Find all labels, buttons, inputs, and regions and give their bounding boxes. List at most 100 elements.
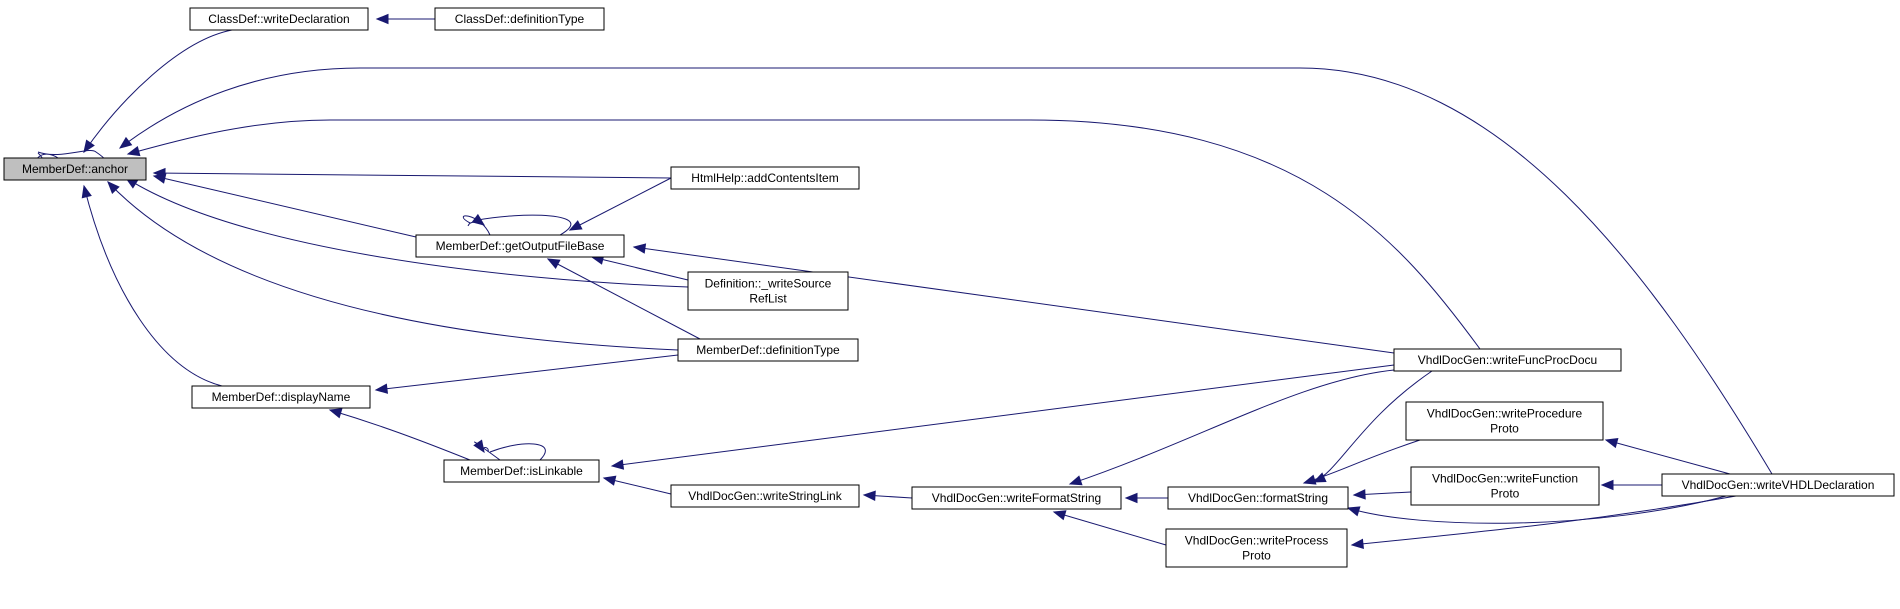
node-memberdef-anchor[interactable]: MemberDef::anchor — [3, 157, 147, 181]
edge-wvd-to-wpp — [1350, 495, 1737, 550]
edge-wvd-to-wprp — [1604, 437, 1731, 475]
arrowhead — [471, 213, 486, 226]
node-label: HtmlHelp::addContentsItem — [691, 171, 838, 185]
edge-wvd-to-wfp — [1600, 479, 1662, 491]
node-box — [687, 271, 849, 311]
node-vhdldocgen-writevhdldeclaration[interactable]: VhdlDocGen::writeVHDLDeclaration — [1661, 473, 1895, 497]
edge-wfpd-to-gofb — [632, 243, 1395, 354]
node-classdef-writedeclaration[interactable]: ClassDef::writeDeclaration — [189, 7, 369, 31]
node-vhdldocgen-formatstring[interactable]: VhdlDocGen::formatString — [1167, 486, 1349, 510]
node-label: MemberDef::isLinkable — [460, 464, 583, 478]
edge-line — [1605, 439, 1731, 475]
edge-line — [1303, 439, 1421, 484]
node-memberdef-getoutputfilebase[interactable]: MemberDef::getOutputFileBase — [415, 234, 625, 258]
node-box — [1167, 486, 1349, 510]
arrowhead — [81, 184, 92, 199]
edge-line — [1351, 495, 1737, 546]
node-htmlhelp-addcontentsitem[interactable]: HtmlHelp::addContentsItem — [670, 166, 860, 190]
node-label: VhdlDocGen::writeFuncProcDocu — [1418, 353, 1597, 367]
edge-wpp-to-wfs — [1052, 510, 1167, 546]
edge-line — [127, 119, 1481, 350]
node-memberdef-displayname[interactable]: MemberDef::displayName — [191, 385, 371, 409]
edge-wvd-to-anchor — [118, 67, 1773, 475]
node-label: VhdlDocGen::writeVHDLDeclaration — [1682, 478, 1875, 492]
nodes-layer: MemberDef::anchor ClassDef::writeDeclarat… — [3, 7, 1895, 568]
edge-hh-to-anchor — [152, 167, 672, 179]
edge-fs-to-wfs — [1124, 492, 1168, 504]
edge-dwsr-to-gofb — [590, 254, 689, 281]
node-vhdldocgen-writeformatstring[interactable]: VhdlDocGen::writeFormatString — [911, 486, 1122, 510]
node-memberdef-definitiontype[interactable]: MemberDef::definitionType — [677, 338, 859, 362]
node-vhdldocgen-writestringlink[interactable]: VhdlDocGen::writeStringLink — [670, 484, 860, 508]
edge-line — [119, 67, 1773, 475]
edge-dwsr-to-anchor — [124, 177, 689, 288]
arrowhead — [632, 243, 647, 254]
node-classdef-definitiontype[interactable]: ClassDef::definitionType — [434, 7, 605, 31]
edge-wfp-to-fs — [1352, 489, 1412, 500]
edge-wfs-to-wsl — [862, 490, 913, 501]
edge-wfpd-to-il — [610, 364, 1395, 470]
edge-wprp-to-fs — [1302, 439, 1421, 485]
arrowhead — [1600, 479, 1614, 491]
node-box — [434, 7, 605, 31]
node-label: VhdlDocGen::formatString — [1188, 491, 1328, 505]
node-label: ClassDef::writeDeclaration — [208, 12, 349, 26]
node-box — [670, 166, 860, 190]
edge-md_dt-to-dn — [374, 354, 679, 394]
arrowhead — [118, 136, 133, 149]
node-box — [1165, 528, 1348, 568]
edge-line — [547, 258, 701, 340]
arrowhead — [1352, 489, 1366, 500]
edge-gofb-to-anchor — [152, 173, 417, 238]
edge-line — [83, 29, 233, 153]
node-box — [415, 234, 625, 258]
node-box — [191, 385, 371, 409]
edge-md_dt-to-anchor — [107, 181, 679, 351]
arrowhead — [568, 220, 583, 231]
edge-line — [569, 177, 672, 231]
edges-layer — [35, 13, 1773, 550]
node-label: VhdlDocGen::writeProcess — [1185, 534, 1328, 548]
edge-md_dt-to-gofb — [546, 258, 701, 340]
arrowhead — [473, 439, 485, 454]
node-label: MemberDef::displayName — [212, 390, 351, 404]
edge-line — [83, 185, 223, 387]
edge-line — [153, 175, 417, 238]
edge-gofb-to-gofb — [462, 213, 572, 236]
node-box — [189, 7, 369, 31]
edge-line — [375, 354, 679, 391]
arrowhead — [1346, 506, 1361, 517]
edge-line — [329, 409, 471, 461]
edge-wvd-to-fs — [1346, 495, 1727, 524]
arrowhead — [328, 408, 343, 419]
node-box — [3, 157, 147, 181]
arrowhead — [375, 13, 389, 25]
arrowhead — [1124, 492, 1138, 504]
arrowhead — [374, 383, 389, 394]
node-box — [443, 459, 600, 483]
node-label: VhdlDocGen::writeStringLink — [688, 489, 842, 503]
node-box — [1393, 348, 1622, 372]
node-label: RefList — [749, 292, 787, 306]
edge-il-to-il — [473, 439, 546, 461]
node-memberdef-islinkable[interactable]: MemberDef::isLinkable — [443, 459, 600, 483]
node-label: MemberDef::getOutputFileBase — [436, 239, 605, 253]
edge-line — [125, 177, 689, 288]
edge-wsl-to-il — [602, 475, 672, 495]
arrowhead — [610, 459, 625, 470]
edge-line — [611, 364, 1395, 467]
arrowhead — [83, 139, 95, 154]
node-label: VhdlDocGen::writeFormatString — [932, 491, 1101, 505]
node-label: MemberDef::definitionType — [696, 343, 840, 357]
node-vhdldocgen-writefuncprocdocu[interactable]: VhdlDocGen::writeFuncProcDocu — [1393, 348, 1622, 372]
arrowhead — [126, 145, 141, 157]
edge-line — [1347, 495, 1727, 524]
node-box — [1410, 466, 1600, 506]
edge-cd_wd-to-anchor — [83, 29, 233, 154]
node-label: Proto — [1491, 487, 1520, 501]
